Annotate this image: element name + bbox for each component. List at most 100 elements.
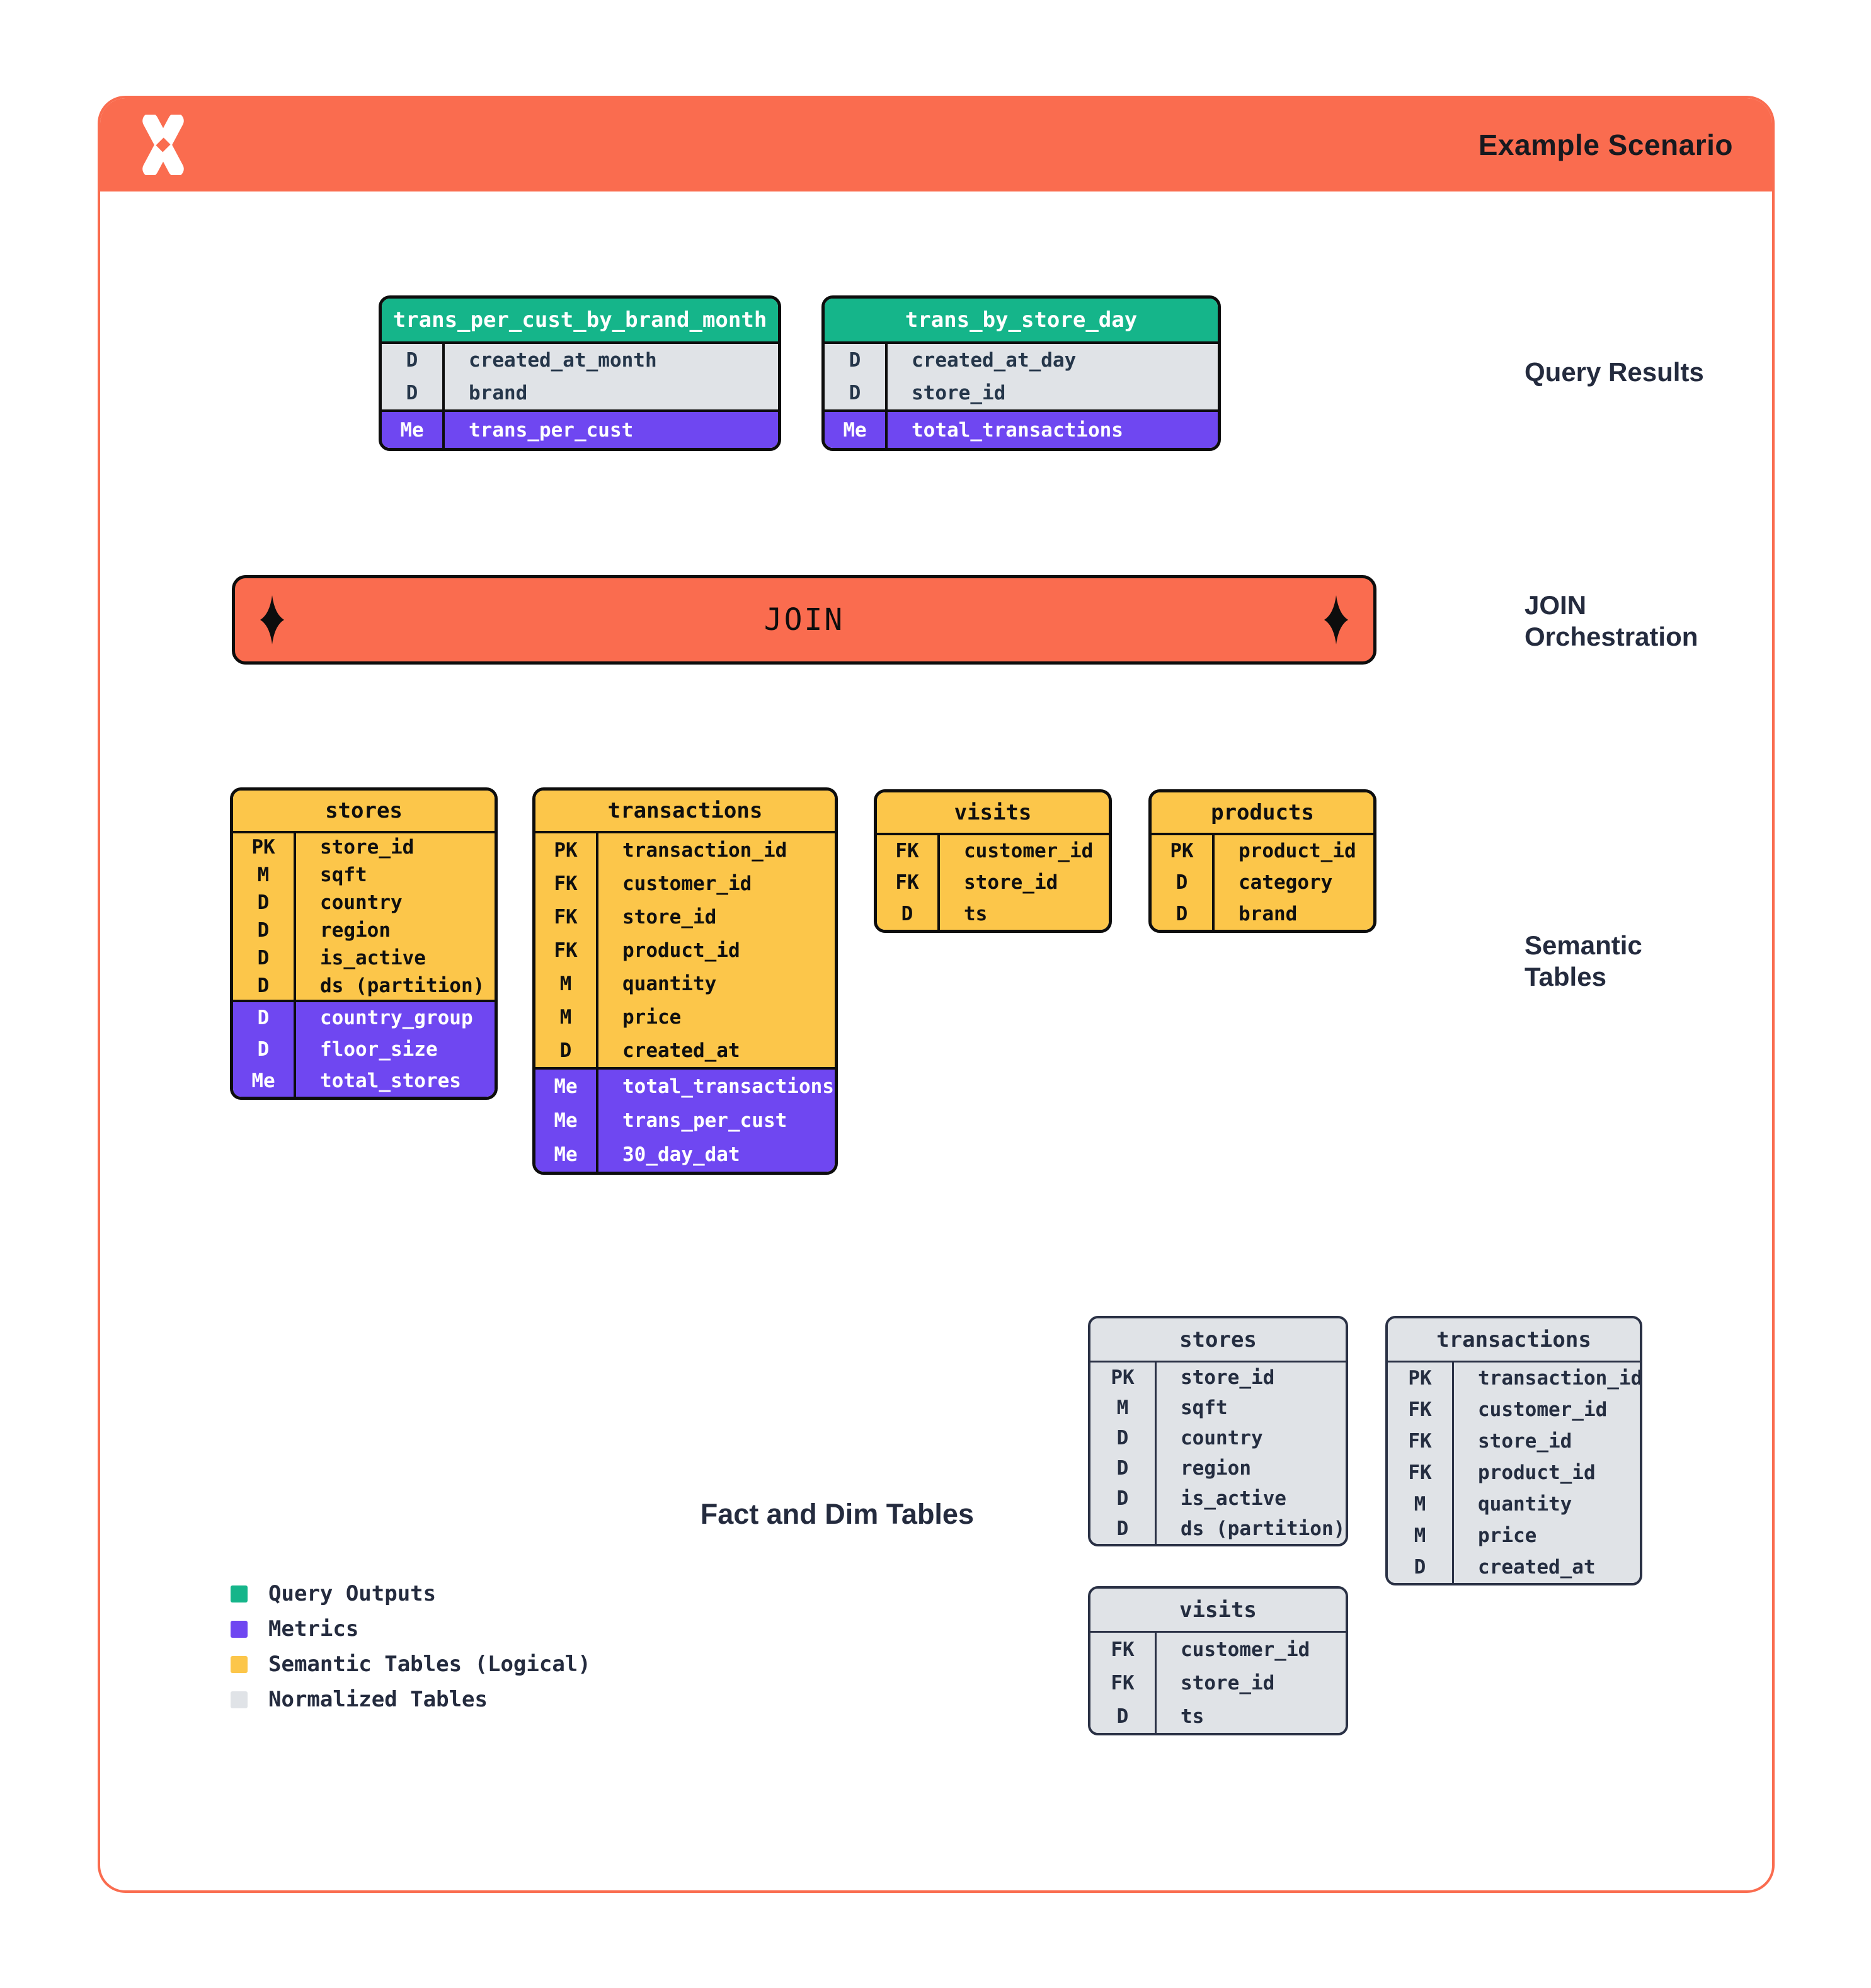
row-key: D — [1090, 1483, 1157, 1514]
query-results-label: Query Results — [1525, 357, 1704, 387]
table-title: trans_per_cust_by_brand_month — [382, 299, 778, 344]
row-field: store_id — [1478, 1430, 1572, 1453]
table-row: Me total_transactions — [825, 412, 1218, 448]
row-field: trans_per_cust — [469, 418, 634, 442]
row-key: FK — [877, 867, 940, 898]
row-field: is_active — [1181, 1487, 1286, 1510]
table-row: D created_at — [535, 1034, 835, 1067]
table-row: FK product_id — [1388, 1457, 1640, 1488]
table-row: M sqft — [1090, 1393, 1346, 1423]
row-field: ts — [964, 903, 988, 925]
legend-swatch-green — [231, 1585, 248, 1602]
row-field: total_transactions — [622, 1075, 834, 1098]
join-orchestration-line2: Orchestration — [1525, 621, 1698, 651]
row-field: created_at_month — [469, 349, 657, 372]
dimension-rows: PK product_id D category D brand — [1152, 835, 1373, 930]
semantic-tables-line1: Semantic — [1525, 930, 1642, 960]
table-row: M sqft — [233, 861, 495, 889]
semantic-table-stores: stores PK store_id M sqft D country D re… — [230, 787, 498, 1100]
dimension-rows: D created_at_day D store_id — [825, 344, 1218, 409]
row-field: transaction_id — [622, 838, 787, 862]
row-field: country — [1181, 1427, 1263, 1449]
row-key: FK — [1090, 1633, 1157, 1666]
dimension-rows: PK transaction_id FK customer_id FK stor… — [535, 833, 835, 1067]
table-row: FK customer_id — [1090, 1633, 1346, 1666]
row-field: region — [1181, 1457, 1251, 1480]
legend-swatch-yellow — [231, 1655, 248, 1673]
table-row: Me total_stores — [233, 1065, 495, 1097]
table-row: D region — [1090, 1453, 1346, 1483]
table-row: PK transaction_id — [535, 833, 835, 867]
row-key: M — [1388, 1520, 1454, 1551]
row-field: product_id — [1239, 840, 1356, 862]
page-title: Example Scenario — [1478, 129, 1733, 161]
row-key: PK — [535, 833, 598, 867]
legend-label: Normalized Tables — [268, 1687, 488, 1712]
row-field: transaction_id — [1478, 1367, 1642, 1390]
legend-item-semantic-tables: Semantic Tables (Logical) — [231, 1647, 591, 1682]
row-field: quantity — [622, 972, 717, 995]
table-row: D brand — [1152, 898, 1373, 930]
table-row: D ds (partition) — [1090, 1514, 1346, 1544]
row-key: D — [1090, 1700, 1157, 1733]
dimension-rows: PK store_id M sqft D country D region D … — [233, 833, 495, 1000]
table-row: M quantity — [1388, 1488, 1640, 1520]
row-key: M — [535, 1000, 598, 1034]
row-key: Me — [535, 1104, 598, 1138]
row-field: region — [320, 919, 391, 942]
table-row: M quantity — [535, 967, 835, 1000]
dimension-rows: D created_at_month D brand — [382, 344, 778, 409]
row-key: D — [233, 944, 296, 972]
query-table-trans-per-cust-by-brand-month: trans_per_cust_by_brand_month D created_… — [379, 295, 781, 451]
row-key: Me — [382, 412, 445, 448]
row-field: country_group — [320, 1007, 473, 1029]
row-key: FK — [1090, 1666, 1157, 1700]
join-orchestration-bar: JOIN — [232, 575, 1376, 665]
table-title: visits — [877, 792, 1109, 835]
semantic-table-visits: visits FK customer_id FK store_id D ts — [874, 789, 1112, 933]
metric-rows: Me total_transactions — [825, 409, 1218, 448]
row-key: D — [233, 1002, 296, 1034]
row-field: sqft — [320, 864, 367, 886]
row-field: country — [320, 891, 403, 914]
row-key: M — [233, 861, 296, 889]
table-row: D floor_size — [233, 1034, 495, 1065]
table-row: FK store_id — [877, 867, 1109, 898]
table-row: FK customer_id — [535, 867, 835, 900]
row-key: Me — [535, 1070, 598, 1104]
legend-label: Semantic Tables (Logical) — [268, 1652, 591, 1677]
table-row: D created_at_day — [825, 344, 1218, 377]
table-row: D category — [1152, 867, 1373, 898]
row-field: price — [1478, 1524, 1537, 1547]
dimension-rows: FK customer_id FK store_id D ts — [1090, 1633, 1346, 1733]
table-title: transactions — [1388, 1318, 1640, 1362]
semantic-tables-label: Semantic Tables — [1525, 930, 1642, 992]
brand-x-logo-icon — [142, 115, 184, 175]
row-key: PK — [1388, 1362, 1454, 1394]
table-row: M price — [1388, 1520, 1640, 1551]
legend-label: Metrics — [268, 1616, 359, 1642]
table-row: FK customer_id — [877, 835, 1109, 867]
row-field: store_id — [622, 905, 717, 928]
row-key: Me — [535, 1138, 598, 1172]
row-field: created_at — [1478, 1556, 1596, 1579]
table-row: Me trans_per_cust — [382, 412, 778, 448]
table-row: Me trans_per_cust — [535, 1104, 835, 1138]
dimension-rows: PK transaction_id FK customer_id FK stor… — [1388, 1362, 1640, 1583]
table-row: FK product_id — [535, 934, 835, 967]
row-field: customer_id — [1478, 1398, 1608, 1421]
row-field: store_id — [964, 871, 1058, 894]
legend-item-normalized-tables: Normalized Tables — [231, 1682, 591, 1717]
table-title: products — [1152, 792, 1373, 835]
table-row: D country — [233, 889, 495, 917]
table-row: D country_group — [233, 1002, 495, 1034]
row-field: brand — [469, 382, 528, 404]
row-field: customer_id — [1181, 1638, 1310, 1661]
row-key: M — [1388, 1488, 1454, 1520]
row-key: FK — [1388, 1425, 1454, 1457]
legend-swatch-gray — [231, 1691, 248, 1708]
row-key: FK — [1388, 1394, 1454, 1425]
join-orchestration-label: JOIN Orchestration — [1525, 590, 1698, 652]
table-title: transactions — [535, 791, 835, 833]
legend-swatch-purple — [231, 1620, 248, 1638]
